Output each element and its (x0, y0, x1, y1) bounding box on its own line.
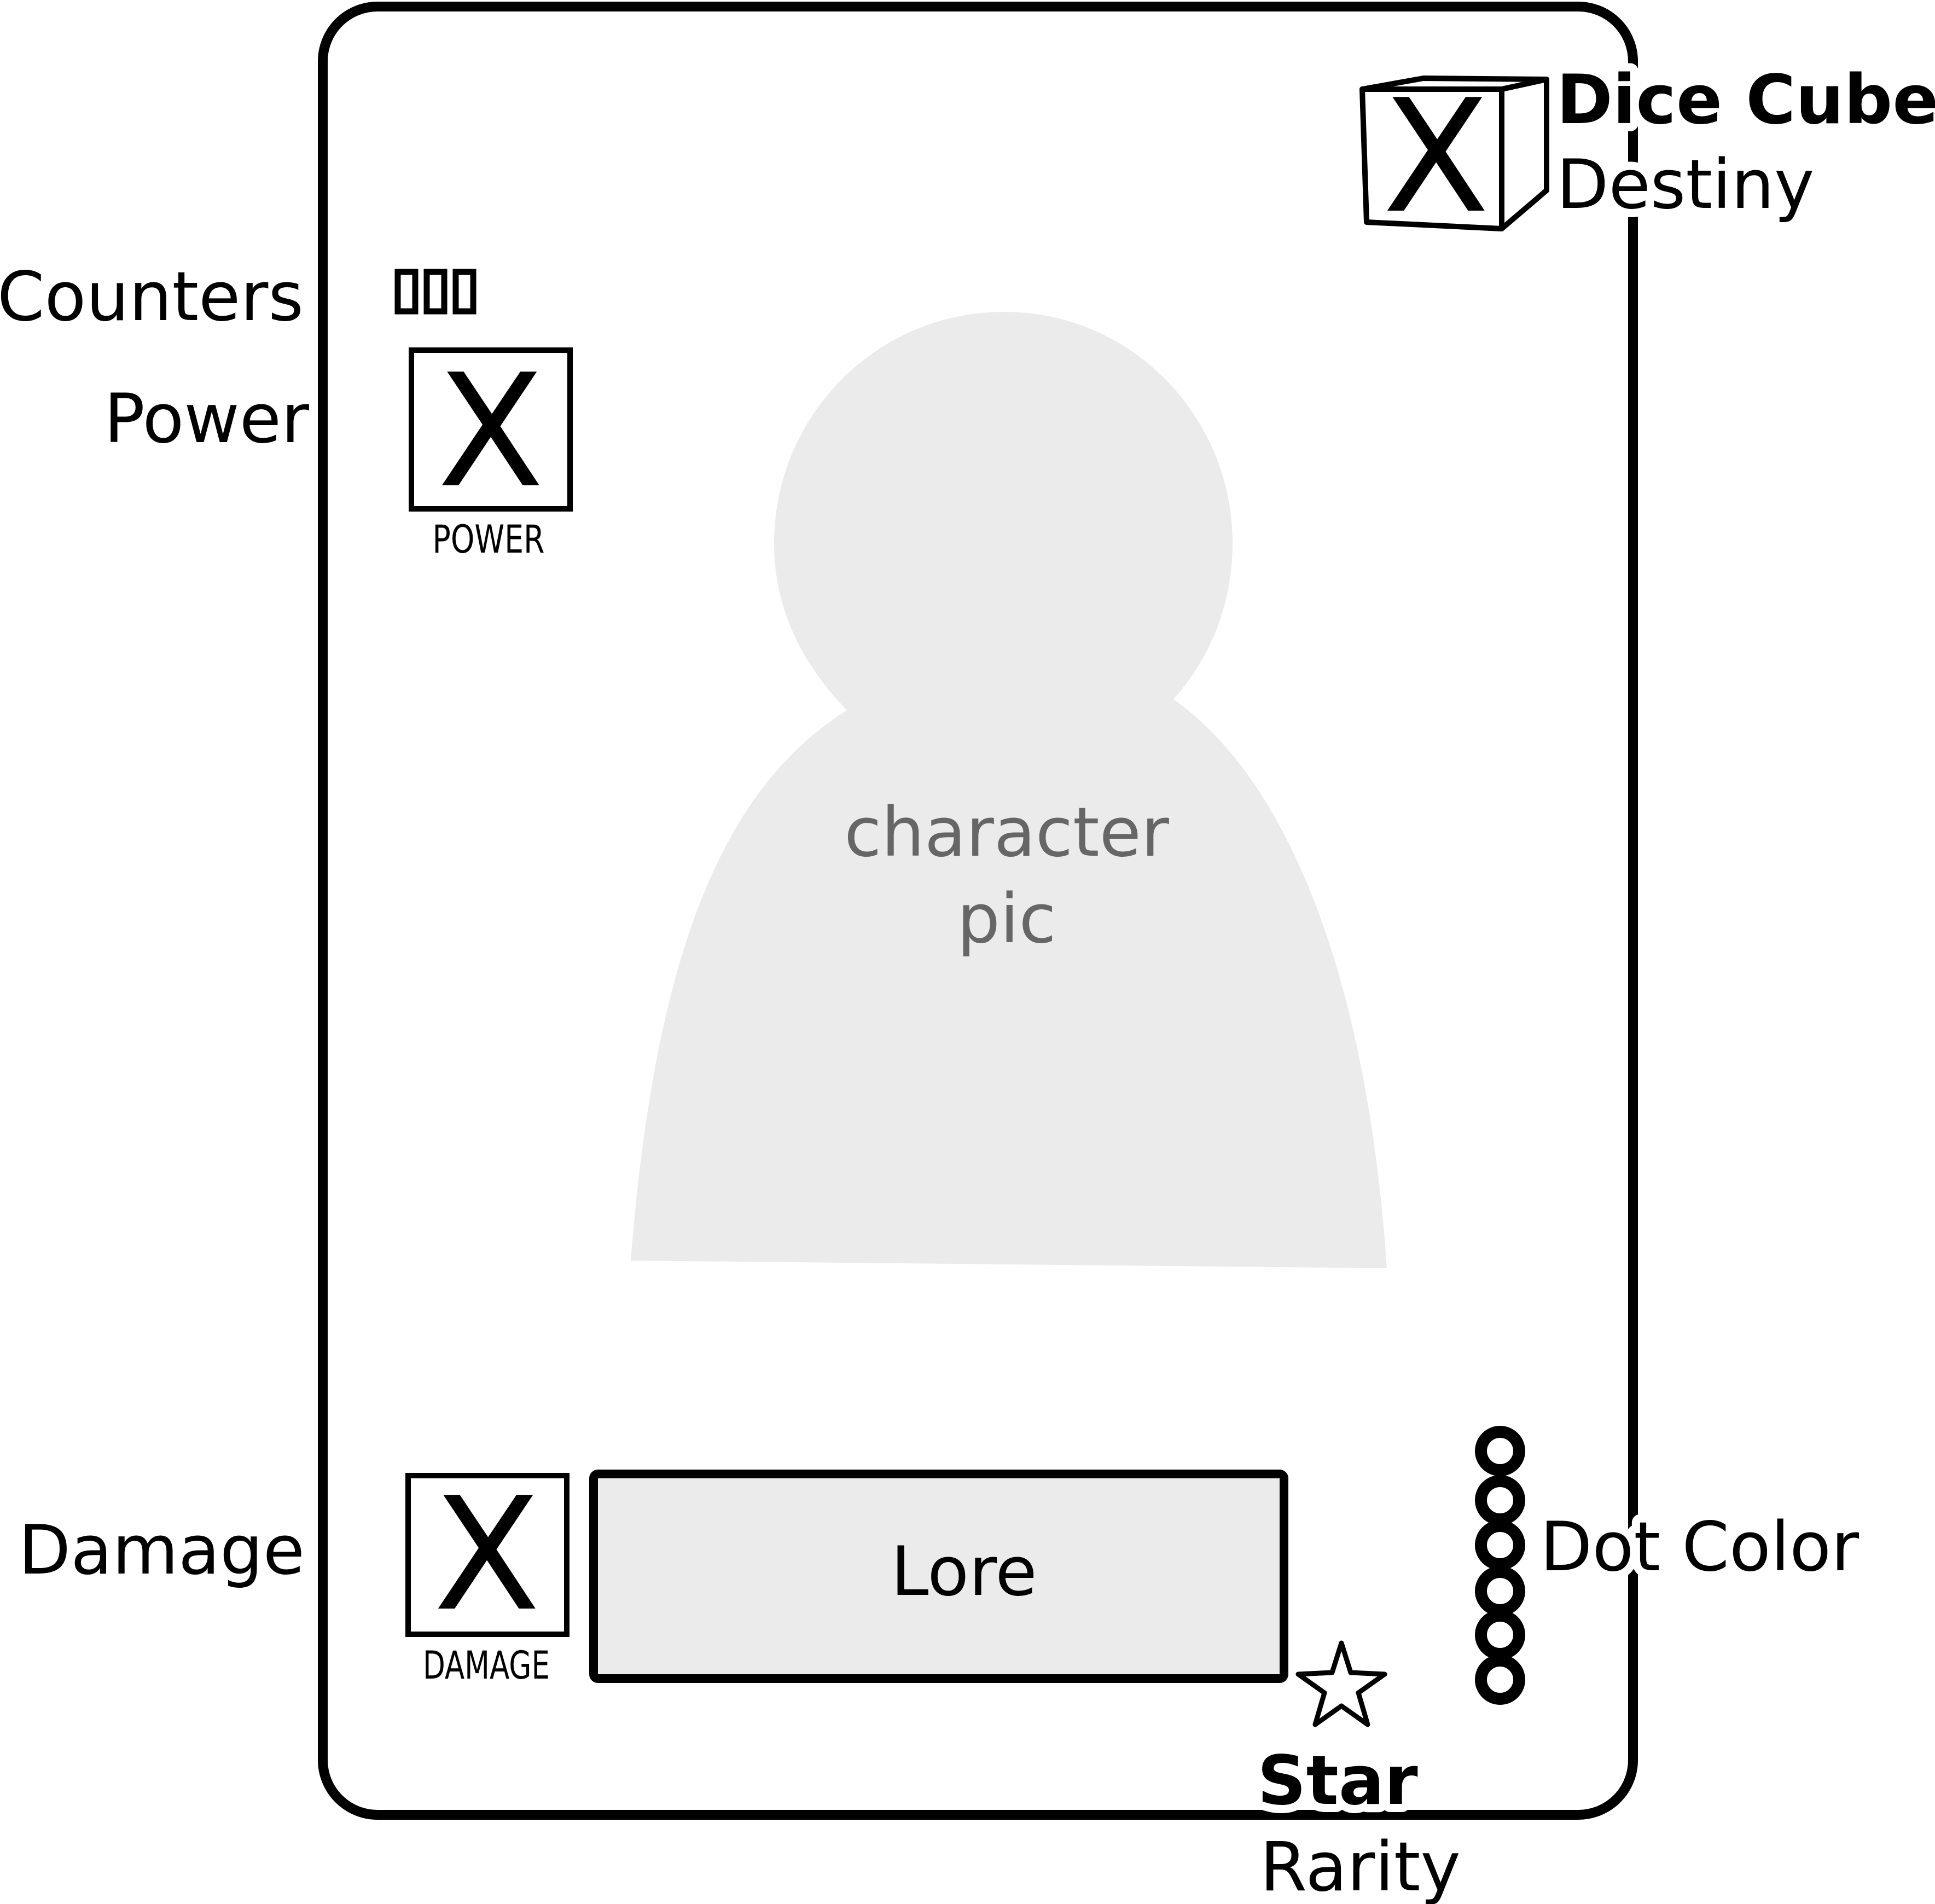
ring-dot-icon (1475, 1566, 1525, 1616)
damage-value: X (433, 1464, 540, 1646)
dice-cube-front-face (1359, 86, 1504, 231)
damage-box (405, 1473, 570, 1637)
power-value: X (437, 341, 544, 523)
counters-label: Counters (0, 258, 304, 336)
character-pic-label-line1: character (844, 793, 1169, 872)
ring-dot-icon (1475, 1520, 1525, 1570)
destiny-label: Destiny (1556, 146, 1814, 224)
lore-text: Lore (891, 1533, 1037, 1611)
rarity-label: Rarity (1260, 1828, 1461, 1904)
destiny-value: X (1382, 66, 1489, 248)
star-label: Star (1257, 1742, 1417, 1820)
damage-label: Damage (19, 1511, 305, 1590)
power-box (409, 347, 573, 512)
ring-dot-icon (1475, 1426, 1525, 1476)
ring-dot-icon (1475, 1475, 1525, 1525)
annotation-labels: Counters Power Damage Dice Cube Destiny … (0, 53, 1935, 1904)
counter-rectangle-icon (423, 269, 448, 315)
damage-caption: DAMAGE (423, 1643, 550, 1688)
counter-boxes (394, 269, 477, 315)
ring-dot-icon (1475, 1610, 1525, 1660)
dice-cube-label: Dice Cube (1556, 61, 1935, 140)
dot-color-rings (1475, 1426, 1525, 1705)
power-label: Power (104, 380, 309, 458)
counter-rectangle-icon (394, 269, 419, 315)
damage-stat: X DAMAGE (405, 1464, 570, 1688)
dice-cube-icon: X (1359, 66, 1549, 248)
power-stat: X POWER (409, 341, 573, 562)
ring-dot-icon (1475, 1655, 1525, 1705)
silhouette-body (631, 312, 1387, 1268)
lore-box (589, 1470, 1288, 1683)
counter-rectangle-icon (452, 269, 477, 315)
character-pic-placeholder: character pic (631, 312, 1387, 1268)
power-caption: POWER (433, 517, 545, 562)
lore-field: Lore (589, 1470, 1288, 1683)
star-outline-icon (1295, 1640, 1387, 1727)
dot-color-label: Dot Color (1540, 1508, 1859, 1587)
character-pic-label-line2: pic (957, 880, 1056, 959)
